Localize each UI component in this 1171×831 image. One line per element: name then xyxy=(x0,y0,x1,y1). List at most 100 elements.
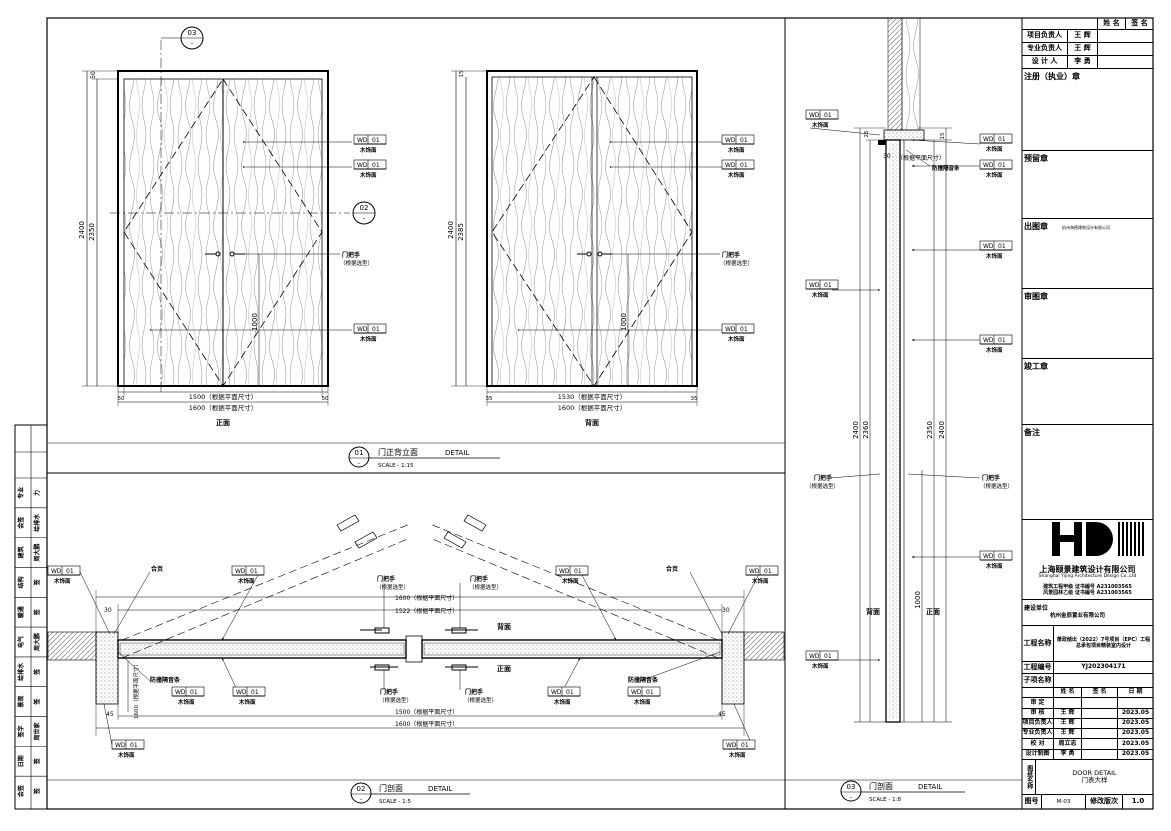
svg-text:-: - xyxy=(191,40,194,48)
title-mark-03: 03 - 门剖面 DETAIL SCALE - 1:8 xyxy=(840,780,965,803)
sec3-dim-25: 25 xyxy=(864,130,870,137)
label-front: 正面 xyxy=(216,419,230,427)
sec3-handle-right: 门把手 xyxy=(982,474,1000,482)
wd-tag-number: 01 xyxy=(998,162,1006,169)
wd-tag-number: 01 xyxy=(824,653,832,660)
sig-cell: 李 勇 xyxy=(1054,749,1082,759)
svg-text:03: 03 xyxy=(188,29,197,37)
wd-tag-code: WD xyxy=(725,326,736,333)
wd-tag-number: 01 xyxy=(998,553,1006,560)
plan-front-label: 正面 xyxy=(497,665,511,673)
tb-name-1: 王 辉 xyxy=(1068,30,1098,42)
wd-tag-code: WD xyxy=(983,162,994,169)
sig-cell: 审 定 xyxy=(1022,698,1054,708)
wd-tag-code: WD xyxy=(809,653,820,660)
wd-tag-number: 01 xyxy=(646,689,654,696)
sig-cell: 签 名 xyxy=(1082,688,1118,698)
tb-complete-seal: 竣工章 xyxy=(1024,362,1048,371)
tb-sheet-label: 图号 xyxy=(1022,795,1042,809)
sec3-handle-left: 门把手 xyxy=(814,474,832,482)
countersign-text: 周大鹏 xyxy=(33,633,41,651)
dim-1000-b: 1000 xyxy=(620,313,628,331)
tb-role-3: 设 计 人 xyxy=(1022,56,1068,68)
tb-client-label: 建设单位 xyxy=(1024,605,1049,613)
countersign-text: 暖通 xyxy=(17,606,25,618)
sig-row: 审 定 xyxy=(1022,698,1153,709)
svg-text:-: - xyxy=(360,796,362,803)
title-01-cn: 门正背立面 xyxy=(378,447,418,457)
tb-sheet-no: M-03 xyxy=(1042,795,1086,809)
dim-plan-vert: 1600（根据平面尺寸） xyxy=(132,661,140,719)
title-02-en: DETAIL xyxy=(428,785,452,793)
dim-plan-45b: 45 xyxy=(718,711,726,718)
company-logo xyxy=(1052,522,1144,556)
sig-cell: 2023.05 xyxy=(1121,719,1150,727)
wd-tag-finish: 木饰面 xyxy=(727,146,745,154)
tb-drawing-en: DOOR DETAIL xyxy=(1072,768,1117,777)
sig-cell: 审 核 xyxy=(1022,708,1054,718)
dim-plan-1600: 1600（根据平面尺寸） xyxy=(395,594,458,602)
sig-cell xyxy=(1082,698,1118,708)
countersign-text: 会签 xyxy=(17,784,25,797)
title-block: 姓 名 签 名 项目负责人 王 辉 专业负责人 王 辉 设 计 人 李 勇 注册… xyxy=(1022,18,1153,809)
wd-tag-finish: 木饰面 xyxy=(53,577,71,585)
sec3-dim-note: （根据平面尺寸） xyxy=(897,154,945,162)
wd-tag-number: 01 xyxy=(130,742,138,749)
tb-project-label: 工程名称 xyxy=(1022,626,1054,661)
countersign-text: 会签 xyxy=(17,516,25,529)
countersign-text: 签 xyxy=(33,757,41,765)
tb-review-seal: 预留章 xyxy=(1024,154,1048,163)
wd-tag-finish: 木饰面 xyxy=(561,577,579,585)
dim-35b: 35 xyxy=(691,396,698,402)
seal-label-right: 防撞隔音条 xyxy=(628,676,659,684)
plan-back-label: 背面 xyxy=(497,622,511,631)
sig-cell: 日 期 xyxy=(1128,688,1143,696)
tb-notes: 备注 xyxy=(1024,428,1040,437)
handle-note-1: （根据选型） xyxy=(376,583,409,591)
wd-tag-finish: 木饰面 xyxy=(811,662,829,670)
countersign-text: 结构 xyxy=(17,576,25,588)
dim-plan-30a: 30 xyxy=(104,607,112,614)
sig-cell: 2023.05 xyxy=(1121,708,1150,716)
wd-tag-code: WD xyxy=(725,162,736,169)
dim-plan-1522: 1522（根据平面尺寸） xyxy=(395,607,458,615)
tb-cert-2: 风景园林乙级 证书编号 A231003565 xyxy=(1043,589,1132,596)
wd-tag-code: WD xyxy=(809,112,820,119)
countersign-text: 给排水 xyxy=(33,513,41,532)
wd-tag-number: 01 xyxy=(764,568,772,575)
wd-tag-number: 01 xyxy=(372,162,380,169)
sig-cell: 2023.05 xyxy=(1121,729,1150,737)
countersign-text: 签 xyxy=(33,668,41,676)
dim-50: 50 xyxy=(90,71,97,79)
sig-cell xyxy=(1118,698,1153,707)
wd-tag: WD 01 木饰面 xyxy=(805,650,839,670)
title-mark-02: 02 - 门剖面 DETAIL SCALE - 1:5 xyxy=(350,782,470,805)
wd-tag-finish: 木饰面 xyxy=(238,698,256,706)
tb-cert-1: 建筑工程甲级 证书编号 A231003565 xyxy=(1043,584,1132,590)
countersign-text: 日期 xyxy=(17,755,25,767)
sig-cell: 专业负责人 xyxy=(1022,729,1054,739)
tb-project-no: YJ202304171 xyxy=(1081,663,1126,671)
tb-role-2: 专业负责人 xyxy=(1022,43,1068,55)
tb-name-2: 王 辉 xyxy=(1068,43,1098,55)
sig-cell: 2023.05 xyxy=(1121,739,1150,747)
title-02-scale: SCALE - 1:5 xyxy=(379,799,411,805)
sig-cell: 设计制图 xyxy=(1022,749,1054,759)
countersign-text: 力 xyxy=(33,490,41,496)
wd-tag-finish: 木饰面 xyxy=(985,145,1003,153)
wd-tag-code: WD xyxy=(357,137,368,144)
countersign-strip: 专业力会签给排水建筑周大鹏结构签暖通签电气周大鹏给排水签景观签签字周世家日期签会… xyxy=(15,425,47,809)
svg-text:-: - xyxy=(363,215,366,223)
front-elevation xyxy=(82,40,352,406)
sig-cell xyxy=(1082,718,1118,729)
sig-cell: 王 辉 xyxy=(1054,729,1082,739)
